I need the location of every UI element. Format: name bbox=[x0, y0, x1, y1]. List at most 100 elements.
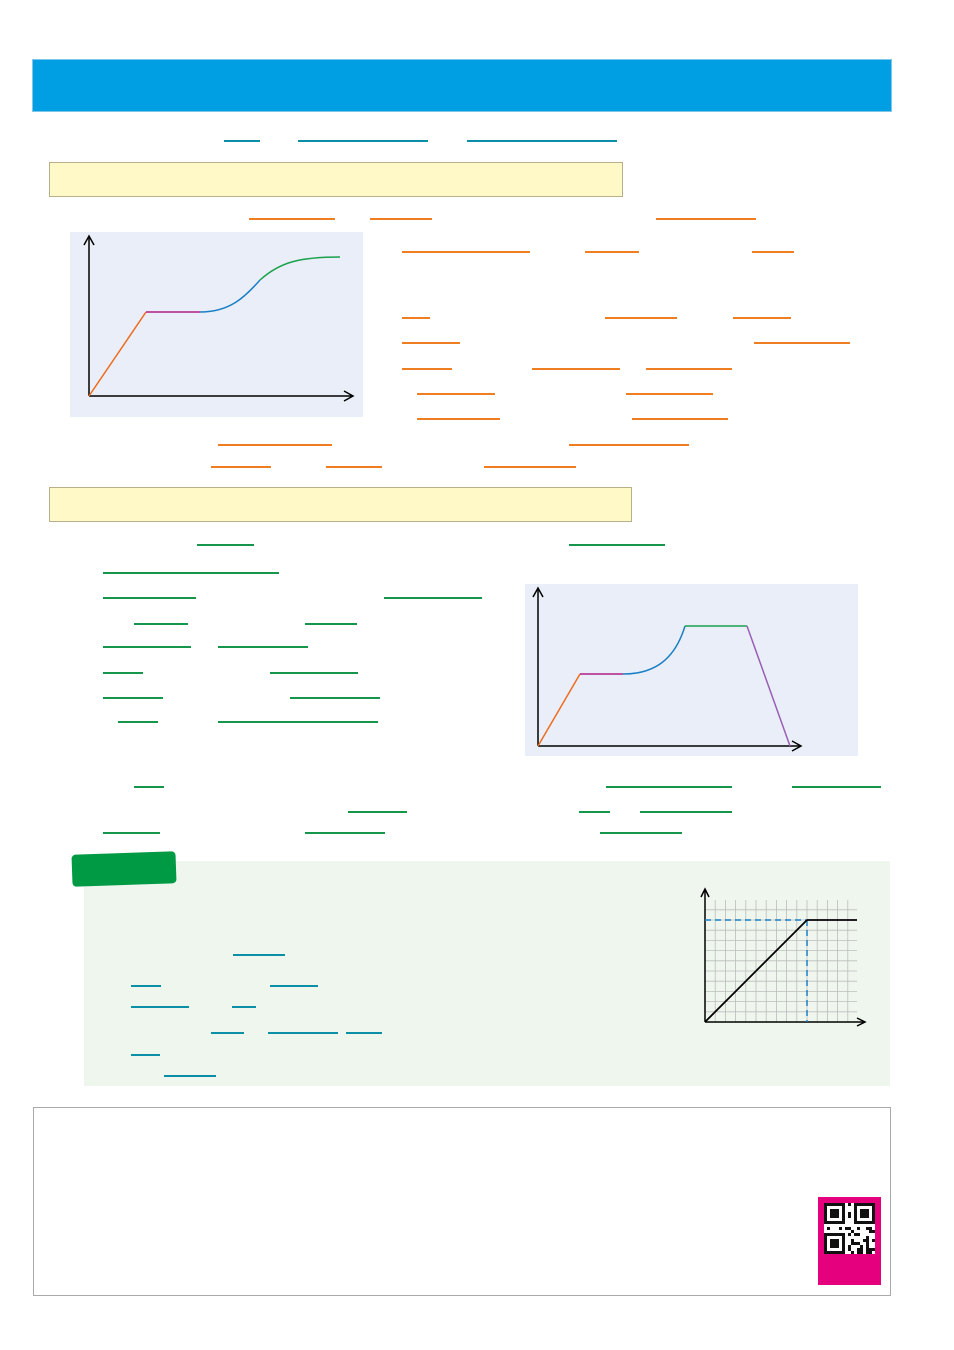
fill-blank[interactable] bbox=[600, 832, 682, 834]
footer-box bbox=[33, 1107, 891, 1296]
fill-blank[interactable] bbox=[197, 544, 254, 546]
fill-blank[interactable] bbox=[384, 597, 482, 599]
qr-finder-module bbox=[866, 1203, 869, 1206]
fill-blank[interactable] bbox=[103, 672, 143, 674]
fill-blank[interactable] bbox=[270, 672, 358, 674]
qr-finder-module bbox=[860, 1209, 863, 1212]
fill-blank[interactable] bbox=[326, 466, 382, 468]
curve-segment-solid-heating bbox=[88, 311, 147, 397]
fill-blank[interactable] bbox=[569, 544, 665, 546]
fill-blank[interactable] bbox=[118, 721, 158, 723]
fill-blank[interactable] bbox=[646, 368, 732, 370]
fill-blank[interactable] bbox=[134, 623, 188, 625]
fill-blank[interactable] bbox=[103, 646, 191, 648]
qr-finder-module bbox=[854, 1203, 857, 1206]
qr-finder-module bbox=[839, 1233, 842, 1236]
fill-blank[interactable] bbox=[632, 418, 728, 420]
qr-finder-module bbox=[836, 1239, 839, 1242]
fill-blank[interactable] bbox=[298, 140, 428, 142]
qr-finder-module bbox=[827, 1251, 830, 1254]
qr-module bbox=[860, 1248, 863, 1251]
qr-finder-module bbox=[836, 1242, 839, 1245]
fill-blank[interactable] bbox=[249, 218, 335, 220]
qr-finder-module bbox=[866, 1209, 869, 1212]
fill-blank[interactable] bbox=[134, 786, 164, 788]
fill-blank[interactable] bbox=[417, 418, 500, 420]
qr-finder-module bbox=[842, 1203, 845, 1206]
fill-blank[interactable] bbox=[605, 317, 677, 319]
worked-example-tag bbox=[71, 851, 177, 887]
qr-finder-module bbox=[830, 1233, 833, 1236]
qr-module bbox=[857, 1242, 860, 1245]
fill-blank[interactable] bbox=[211, 466, 271, 468]
fill-blank[interactable] bbox=[233, 954, 285, 956]
fill-blank[interactable] bbox=[579, 811, 610, 813]
fill-blank[interactable] bbox=[733, 317, 791, 319]
qr-finder-module bbox=[833, 1209, 836, 1212]
fill-blank[interactable] bbox=[569, 444, 689, 446]
fill-blank[interactable] bbox=[103, 572, 279, 574]
fill-blank[interactable] bbox=[754, 342, 850, 344]
fill-blank[interactable] bbox=[211, 1032, 244, 1034]
fill-blank[interactable] bbox=[270, 985, 318, 987]
fill-blank[interactable] bbox=[792, 786, 881, 788]
fill-blank[interactable] bbox=[131, 1054, 160, 1056]
fill-blank[interactable] bbox=[402, 317, 430, 319]
fill-blank[interactable] bbox=[484, 466, 576, 468]
fill-blank[interactable] bbox=[402, 251, 530, 253]
fill-blank[interactable] bbox=[232, 1006, 256, 1008]
qr-finder-module bbox=[824, 1242, 827, 1245]
x-axis-arrow bbox=[791, 740, 803, 752]
qr-module bbox=[869, 1230, 872, 1233]
qr-finder-module bbox=[824, 1251, 827, 1254]
fill-blank[interactable] bbox=[103, 832, 160, 834]
fill-blank[interactable] bbox=[402, 342, 460, 344]
qr-finder-module bbox=[833, 1245, 836, 1248]
qr-code-frame[interactable] bbox=[818, 1197, 881, 1285]
fill-blank[interactable] bbox=[218, 646, 308, 648]
fill-blank[interactable] bbox=[103, 697, 163, 699]
qr-module bbox=[848, 1212, 851, 1215]
qr-module bbox=[866, 1251, 869, 1254]
fill-blank[interactable] bbox=[640, 811, 732, 813]
fill-blank[interactable] bbox=[268, 1032, 338, 1034]
fill-blank[interactable] bbox=[131, 1006, 189, 1008]
qr-module bbox=[848, 1215, 851, 1218]
fill-blank[interactable] bbox=[752, 251, 794, 253]
qr-finder-module bbox=[830, 1242, 833, 1245]
qr-finder-module bbox=[860, 1203, 863, 1206]
heating-cooling-curve-graph bbox=[525, 584, 858, 756]
fill-blank[interactable] bbox=[218, 721, 378, 723]
qr-module bbox=[848, 1245, 851, 1248]
qr-module bbox=[866, 1245, 869, 1248]
qr-code-pattern bbox=[824, 1203, 875, 1254]
qr-module bbox=[857, 1251, 860, 1254]
fill-blank[interactable] bbox=[290, 697, 380, 699]
fill-blank[interactable] bbox=[532, 368, 620, 370]
qr-finder-module bbox=[869, 1203, 872, 1206]
fill-blank[interactable] bbox=[606, 786, 732, 788]
fill-blank[interactable] bbox=[656, 218, 756, 220]
qr-finder-module bbox=[863, 1209, 866, 1212]
section-heading-box-2 bbox=[49, 487, 632, 522]
qr-finder-module bbox=[830, 1203, 833, 1206]
fill-blank[interactable] bbox=[131, 985, 161, 987]
fill-blank[interactable] bbox=[348, 811, 407, 813]
fill-blank[interactable] bbox=[218, 444, 332, 446]
fill-blank[interactable] bbox=[626, 393, 713, 395]
fill-blank[interactable] bbox=[585, 251, 639, 253]
qr-finder-module bbox=[842, 1221, 845, 1224]
qr-module bbox=[866, 1236, 869, 1239]
fill-blank[interactable] bbox=[402, 368, 452, 370]
fill-blank[interactable] bbox=[103, 597, 196, 599]
fill-blank[interactable] bbox=[224, 140, 260, 142]
qr-finder-module bbox=[854, 1218, 857, 1221]
fill-blank[interactable] bbox=[370, 218, 432, 220]
fill-blank[interactable] bbox=[346, 1032, 382, 1034]
fill-blank[interactable] bbox=[305, 623, 357, 625]
fill-blank[interactable] bbox=[305, 832, 385, 834]
qr-finder-module bbox=[872, 1215, 875, 1218]
fill-blank[interactable] bbox=[164, 1075, 216, 1077]
fill-blank[interactable] bbox=[417, 393, 495, 395]
fill-blank[interactable] bbox=[467, 140, 617, 142]
